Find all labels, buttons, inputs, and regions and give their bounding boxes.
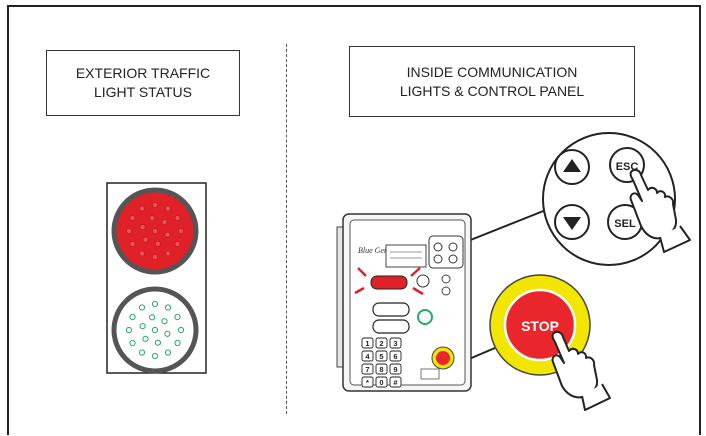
led-dot — [174, 313, 181, 321]
keypad-key-label: 6 — [393, 352, 397, 361]
led-dot — [126, 228, 132, 234]
keypad-key-label: 1 — [365, 339, 369, 348]
led-dot — [152, 254, 158, 260]
keypad-key-label: 4 — [365, 352, 370, 361]
hand-pointer-icon — [551, 330, 611, 411]
led-dot — [152, 202, 158, 208]
led-dot — [129, 339, 136, 347]
led-dot — [151, 300, 159, 308]
led-dot — [154, 240, 161, 247]
keypad-key — [375, 350, 388, 362]
led-dot — [129, 215, 136, 221]
led-dot — [164, 330, 171, 337]
hand-pointer-icon — [629, 168, 691, 253]
keypad-key-label: 3 — [393, 339, 397, 348]
led-dot — [129, 313, 136, 321]
led-dot — [149, 215, 155, 222]
keypad-key — [361, 337, 374, 349]
led-dot — [177, 326, 185, 334]
led-dot — [174, 339, 181, 347]
down-arrow-icon — [563, 217, 581, 230]
led-dot — [161, 219, 168, 226]
zoom-nav-keys: ESC SEL — [542, 132, 691, 266]
keypad-key — [389, 337, 402, 349]
led-dot — [142, 335, 149, 342]
stop-label: STOP — [521, 318, 559, 334]
up-arrow-icon — [563, 159, 581, 172]
led-dot — [154, 339, 161, 346]
keypad-key-label: 9 — [393, 365, 397, 374]
exterior-traffic-light-label: EXTERIOR TRAFFIC LIGHT STATUS — [46, 50, 240, 116]
sel-key-label: SEL — [614, 218, 636, 230]
led-dot — [165, 250, 171, 257]
led-dot — [139, 323, 146, 330]
led-dot — [149, 314, 156, 321]
keypad-key-label: 0 — [379, 378, 383, 387]
keypad-key — [361, 350, 374, 362]
led-dot — [174, 241, 181, 247]
led-dot — [139, 250, 145, 257]
traffic-light — [106, 182, 207, 374]
zoom-stop-button: STOP — [489, 274, 611, 411]
led-dot — [125, 326, 133, 334]
led-dot — [139, 224, 146, 231]
keypad-key — [375, 376, 388, 388]
keypad-key — [361, 376, 374, 388]
led-dot — [138, 304, 146, 311]
led-dot — [129, 241, 136, 247]
svg-text:Blue Genie: Blue Genie — [358, 246, 394, 255]
led-dot — [174, 215, 181, 221]
green-light-off — [111, 286, 199, 374]
keypad-key-label: 2 — [379, 339, 383, 348]
keypad-key-label: 5 — [379, 352, 383, 361]
led-dot — [151, 352, 159, 360]
keypad-key — [389, 350, 402, 362]
keypad-key — [375, 363, 388, 375]
keypad-key — [361, 363, 374, 375]
keypad-key — [389, 363, 402, 375]
led-dot — [151, 326, 159, 334]
led-dot — [139, 205, 145, 212]
led-dot — [164, 304, 172, 311]
led-dot — [178, 228, 184, 234]
led-dot — [142, 236, 149, 243]
led-dot — [165, 205, 171, 212]
keypad-key-label: 8 — [379, 365, 383, 374]
keypad-key-label: 7 — [365, 365, 369, 374]
led-dot — [138, 349, 146, 356]
led-dot — [164, 349, 172, 356]
keypad-key-label: # — [393, 378, 398, 387]
led-dot — [161, 318, 168, 325]
keypad-key — [375, 337, 388, 349]
keypad-key — [389, 376, 402, 388]
inside-control-panel-label: INSIDE COMMUNICATION LIGHTS & CONTROL PA… — [349, 46, 635, 117]
led-dot — [152, 228, 158, 234]
panel-divider — [286, 44, 287, 414]
diagram-frame — [7, 5, 701, 435]
keypad-key-label: * — [366, 378, 369, 387]
led-dot — [164, 231, 171, 238]
